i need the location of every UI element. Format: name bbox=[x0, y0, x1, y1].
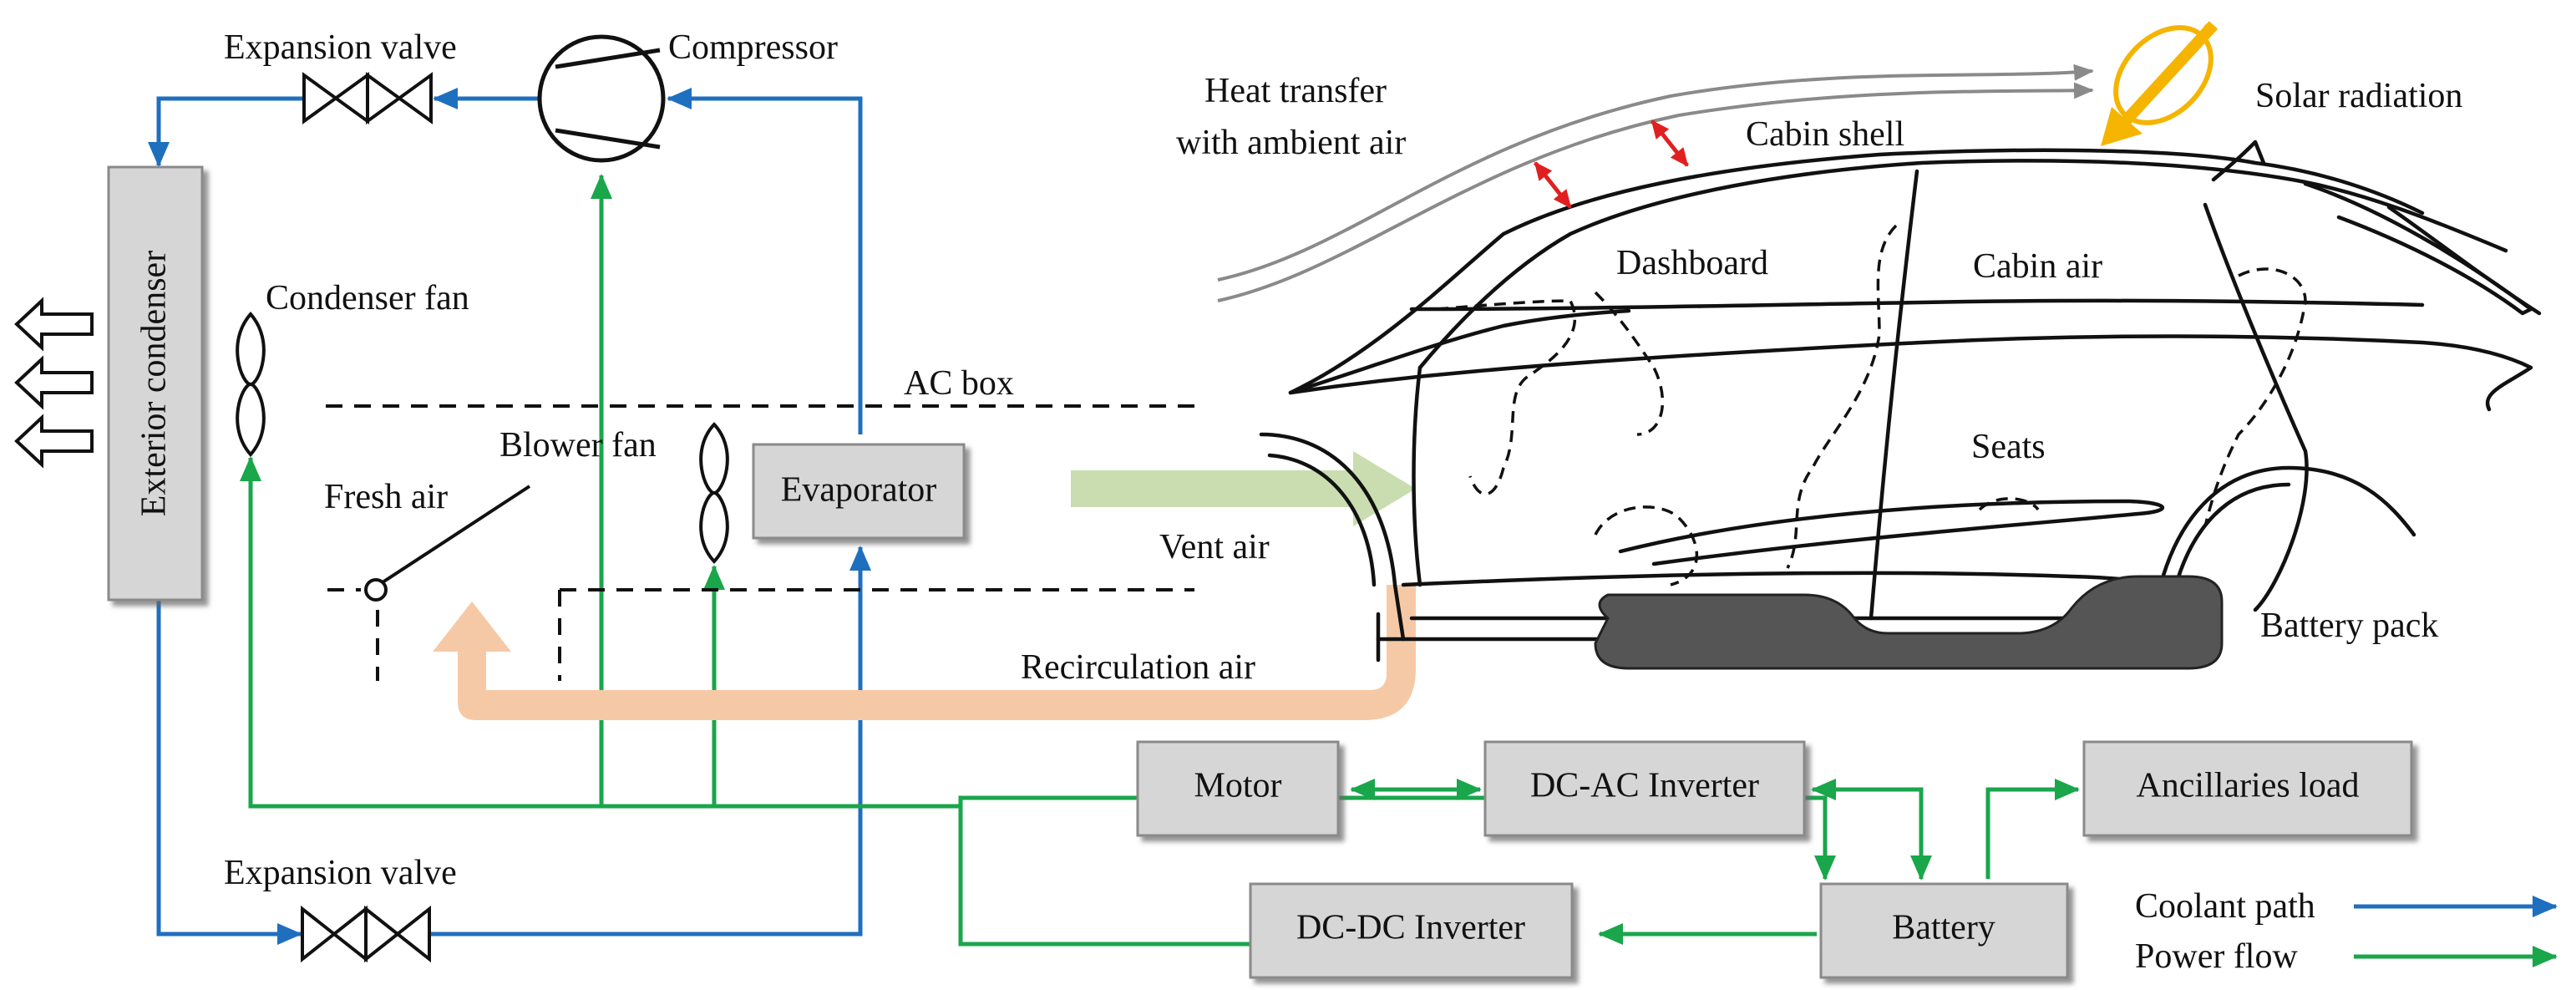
heat-transfer-arrow-1 bbox=[1534, 161, 1572, 209]
legend: Coolant path Power flow bbox=[2135, 887, 2558, 976]
expansion-valve-bottom-icon bbox=[301, 905, 431, 963]
fresh-air-damper-icon bbox=[364, 485, 531, 602]
heat-rejection-arrows-icon bbox=[14, 297, 94, 469]
ancillaries-load-label: Ancillaries load bbox=[2136, 767, 2359, 805]
expansion-valve-top-label: Expansion valve bbox=[224, 28, 457, 67]
heat-transfer-arrow-2 bbox=[1651, 119, 1689, 167]
battery-box bbox=[1819, 882, 2069, 979]
expansion-valve-bottom-label: Expansion valve bbox=[224, 854, 457, 892]
dashboard-label: Dashboard bbox=[1616, 244, 1768, 282]
cabin-air-label: Cabin air bbox=[1973, 247, 2102, 286]
recirculation-air-label: Recirculation air bbox=[1021, 648, 1255, 687]
fresh-air-label: Fresh air bbox=[324, 478, 448, 516]
motor-label: Motor bbox=[1194, 767, 1282, 805]
evaporator-box bbox=[752, 443, 966, 540]
recirculation-air-arrow bbox=[433, 585, 1416, 720]
vent-air-label: Vent air bbox=[1159, 528, 1270, 566]
heat-transfer-label-line2: with ambient air bbox=[1176, 124, 1406, 162]
battery-label: Battery bbox=[1892, 909, 1995, 947]
expansion-valve-top-icon bbox=[302, 72, 433, 124]
seats-label: Seats bbox=[1971, 428, 2046, 466]
ac-box-label: AC box bbox=[904, 364, 1014, 403]
vent-air-arrow bbox=[1071, 451, 1416, 526]
ac-box-outline bbox=[326, 404, 1194, 681]
exterior-condenser-box bbox=[107, 165, 204, 602]
dc-ac-inverter-box bbox=[1483, 740, 1806, 837]
blower-fan-icon bbox=[699, 422, 729, 564]
blower-fan-label: Blower fan bbox=[499, 426, 657, 465]
compressor-label: Compressor bbox=[668, 28, 838, 67]
dc-dc-inverter-label: DC-DC Inverter bbox=[1296, 909, 1525, 947]
heat-transfer-label-line1: Heat transfer bbox=[1204, 72, 1387, 110]
coolant-loop bbox=[148, 88, 871, 945]
ancillaries-load-box bbox=[2082, 740, 2413, 837]
exterior-condenser-label: Exterior condenser bbox=[135, 251, 174, 516]
motor-box bbox=[1136, 740, 1340, 837]
dc-dc-inverter-box bbox=[1249, 882, 1574, 979]
condenser-fan-icon bbox=[236, 311, 266, 458]
battery-pack-label: Battery pack bbox=[2260, 607, 2438, 645]
solar-radiation-icon bbox=[2101, 21, 2219, 146]
condenser-fan-label: Condenser fan bbox=[266, 279, 469, 317]
dc-ac-inverter-label: DC-AC Inverter bbox=[1530, 767, 1759, 805]
car-outline bbox=[1217, 63, 2542, 663]
cabin-shell-label: Cabin shell bbox=[1746, 115, 1904, 154]
evaporator-label: Evaporator bbox=[781, 471, 937, 510]
compressor-icon bbox=[537, 34, 666, 163]
legend-coolant-label: Coolant path bbox=[2135, 887, 2315, 926]
battery-pack-shape bbox=[1594, 575, 2224, 670]
legend-power-label: Power flow bbox=[2135, 937, 2298, 976]
solar-radiation-label: Solar radiation bbox=[2255, 77, 2462, 115]
power-flow-lines bbox=[240, 174, 2080, 947]
